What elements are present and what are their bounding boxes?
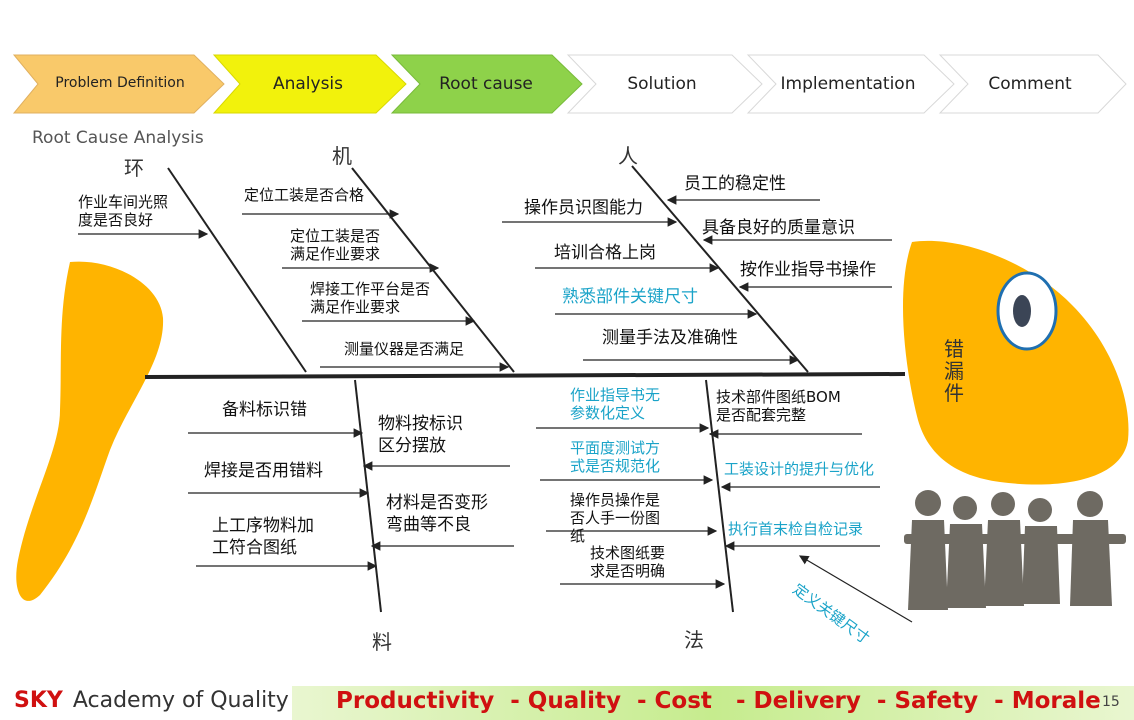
fish-head [902, 240, 1129, 485]
category-people: 人 [618, 144, 638, 168]
spine [144, 372, 906, 379]
meeting-silhouette [904, 490, 1126, 610]
cause-material-l2: 焊接是否用错料 [204, 461, 323, 481]
step-label-comment: Comment [988, 74, 1072, 94]
category-environment: 环 [124, 156, 144, 180]
category-material: 料 [372, 630, 392, 654]
cause-material-l1: 备料标识错 [222, 400, 307, 420]
cause-method-l1: 作业指导书无 参数化定义 [570, 386, 661, 422]
bone-people [631, 165, 809, 373]
cause-people-r3: 按作业指导书操作 [740, 260, 876, 280]
page-number: 15 [1102, 694, 1120, 710]
category-machine: 机 [332, 144, 352, 168]
bone-environment [167, 167, 307, 373]
step-label-problem-definition: Problem Definition [55, 75, 185, 91]
step-label-root-cause: Root cause [439, 74, 533, 94]
step-label-solution: Solution [627, 74, 697, 94]
cause-method-r2: 工装设计的提升与优化 [724, 460, 875, 478]
fish-tail [16, 261, 164, 601]
cause-machine-4: 测量仪器是否满足 [344, 340, 465, 358]
footer-brand: SKY Academy of Quality [14, 688, 289, 713]
chevron-problem-definition[interactable] [12, 54, 225, 114]
fish-pupil [1013, 295, 1031, 327]
cause-machine-2: 定位工装是否 满足作业要求 [290, 227, 381, 263]
cause-people-l1: 操作员识图能力 [524, 198, 643, 218]
chevron-implementation[interactable] [746, 54, 955, 114]
process-chevron-bar [12, 54, 1127, 114]
chevron-solution[interactable] [566, 54, 763, 114]
step-label-implementation: Implementation [780, 74, 916, 94]
cause-material-l3: 上工序物料加 工符合图纸 [212, 516, 314, 558]
footer-band [292, 686, 1134, 720]
cause-people-l2: 培训合格上岗 [554, 243, 656, 263]
cause-material-r1: 物料按标识 区分摆放 [378, 414, 463, 456]
subtitle: Root Cause Analysis [32, 128, 204, 148]
chevron-analysis[interactable] [212, 54, 407, 114]
chevron-comment[interactable] [938, 54, 1127, 114]
cause-machine-3: 焊接工作平台是否 满足作业要求 [310, 280, 431, 316]
footer-slogan: Productivity - Quality - Cost - Delivery… [336, 688, 1101, 714]
step-label-analysis: Analysis [272, 74, 344, 94]
chevron-root-cause[interactable] [390, 54, 583, 114]
cause-people-l4: 测量手法及准确性 [602, 328, 738, 348]
cause-machine-1: 定位工装是否合格 [244, 186, 365, 204]
cause-method-l3: 操作员操作是 否人手一份图 纸 [570, 491, 661, 545]
bone-method [705, 379, 734, 613]
cause-method-l4: 技术图纸要 求是否明确 [590, 544, 666, 580]
cause-people-r2: 具备良好的质量意识 [702, 218, 855, 238]
cause-method-l2: 平面度测试方 式是否规范化 [570, 439, 661, 475]
cause-method-r1: 技术部件图纸BOM 是否配套完整 [716, 388, 841, 424]
cause-method-r3: 执行首末检自检记录 [728, 520, 864, 538]
cause-people-l3: 熟悉部件关键尺寸 [562, 287, 698, 307]
cause-env-1: 作业车间光照 度是否良好 [78, 193, 169, 229]
cause-material-r2: 材料是否变形 弯曲等不良 [386, 493, 488, 535]
cause-people-r1: 员工的稳定性 [684, 174, 786, 194]
brand-org: Academy of Quality [72, 688, 289, 713]
arrow-method-diagonal [798, 555, 913, 623]
category-method: 法 [684, 628, 704, 652]
effect-label: 错漏件 [944, 337, 964, 405]
brand-sky: SKY [14, 688, 63, 713]
